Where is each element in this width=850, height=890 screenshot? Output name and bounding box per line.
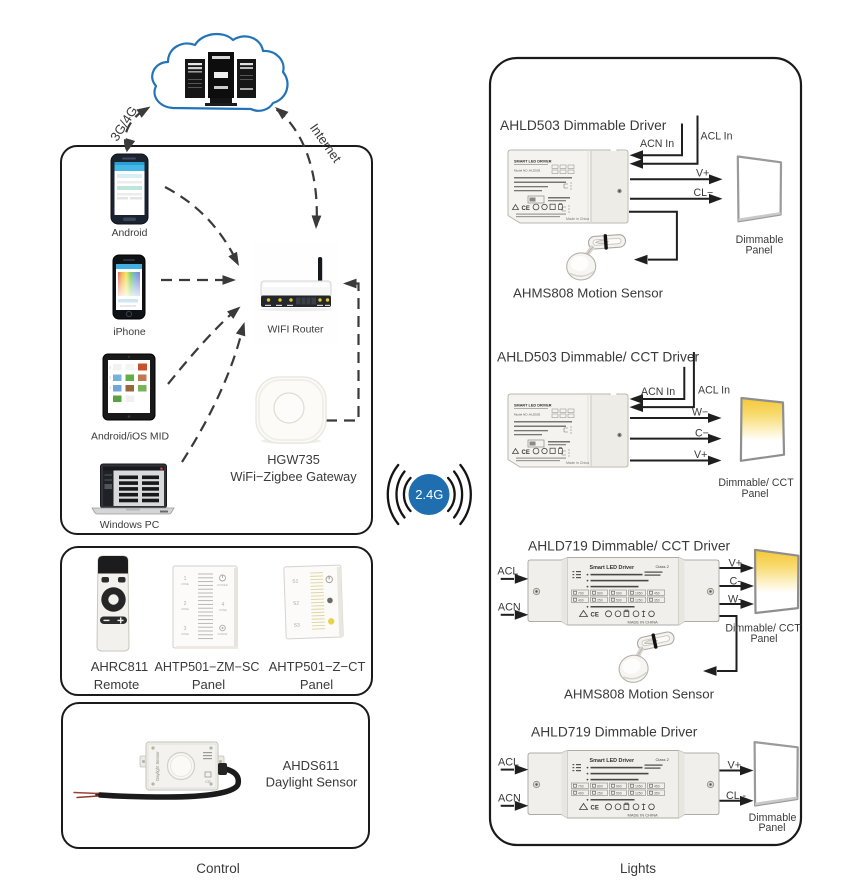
svg-text:W−: W− <box>692 407 708 419</box>
svg-text:V+: V+ <box>694 449 707 461</box>
svg-text:Panel: Panel <box>750 633 777 645</box>
svg-text:Dimmable: Dimmable <box>736 234 784 246</box>
svg-text:Panel: Panel <box>745 245 772 257</box>
svg-text:ACL: ACL <box>498 757 519 769</box>
svg-text:POWER: POWER <box>217 583 228 587</box>
svg-text:4: 4 <box>222 602 225 608</box>
svg-text:Internet: Internet <box>307 121 345 166</box>
svg-text:Panel: Panel <box>300 677 333 692</box>
svg-text:Daylight Sensor: Daylight Sensor <box>266 775 358 790</box>
svg-text:ACN: ACN <box>498 602 521 614</box>
svg-text:CL -: CL - <box>726 790 746 802</box>
svg-text:C-: C- <box>730 576 742 588</box>
svg-text:2.4G: 2.4G <box>415 487 443 502</box>
svg-text:ZONE: ZONE <box>219 608 227 612</box>
svg-text:Control: Control <box>196 861 240 876</box>
svg-text:Android/iOS MID: Android/iOS MID <box>91 432 169 443</box>
svg-text:WIFI Router: WIFI Router <box>267 325 324 336</box>
svg-text:Dimmable/ CCT: Dimmable/ CCT <box>725 623 801 635</box>
svg-text:Panel: Panel <box>758 822 785 834</box>
svg-text:ZONE: ZONE <box>181 607 189 611</box>
svg-text:V+: V+ <box>728 760 742 772</box>
svg-text:AHTP501−ZM−SC: AHTP501−ZM−SC <box>155 660 260 674</box>
svg-text:ACN In: ACN In <box>641 386 675 398</box>
svg-text:3G/4G: 3G/4G <box>107 103 140 143</box>
svg-text:ACN: ACN <box>498 793 521 805</box>
svg-text:Panel: Panel <box>192 677 225 692</box>
svg-text:Dimmable: Dimmable <box>749 812 797 824</box>
svg-text:ACL In: ACL In <box>701 131 733 143</box>
svg-text:AHTP501−Z−CT: AHTP501−Z−CT <box>269 659 366 674</box>
svg-text:AHLD503 Dimmable Driver: AHLD503 Dimmable Driver <box>500 118 667 133</box>
svg-text:AHLD503 Dimmable/ CCT Driver: AHLD503 Dimmable/ CCT Driver <box>497 350 700 365</box>
svg-text:3: 3 <box>184 626 187 632</box>
svg-text:HGW735: HGW735 <box>267 452 320 467</box>
svg-text:Android: Android <box>112 228 148 239</box>
svg-text:AHLD719 Dimmable/ CCT Driver: AHLD719 Dimmable/ CCT Driver <box>528 539 731 554</box>
svg-text:C−: C− <box>695 428 709 440</box>
svg-text:Daylight Sensor: Daylight Sensor <box>155 751 160 781</box>
svg-text:ACL: ACL <box>497 566 518 578</box>
svg-text:AHRC811: AHRC811 <box>91 659 149 674</box>
svg-text:SCENE: SCENE <box>218 632 228 636</box>
svg-text:S3: S3 <box>294 622 301 628</box>
svg-text:ACL In: ACL In <box>698 385 730 397</box>
svg-text:V+: V+ <box>729 558 743 570</box>
svg-text:Windows PC: Windows PC <box>100 520 160 531</box>
svg-text:CL−: CL− <box>694 187 714 199</box>
svg-text:AHLD719 Dimmable Driver: AHLD719 Dimmable Driver <box>531 725 698 740</box>
svg-text:CE: CE <box>205 779 211 784</box>
svg-text:WiFi−Zigbee Gateway: WiFi−Zigbee Gateway <box>230 469 357 484</box>
svg-text:1: 1 <box>184 576 187 582</box>
svg-text:ZONE: ZONE <box>181 632 189 636</box>
svg-text:ZONE: ZONE <box>181 582 189 586</box>
svg-text:V+: V+ <box>696 168 709 180</box>
svg-text:Panel: Panel <box>741 488 768 500</box>
svg-text:Remote: Remote <box>94 677 140 692</box>
svg-text:2: 2 <box>184 601 187 607</box>
svg-text:W-: W- <box>728 594 742 606</box>
svg-text:AHMS808 Motion Sensor: AHMS808 Motion Sensor <box>513 286 664 301</box>
svg-text:Dimmable/ CCT: Dimmable/ CCT <box>718 477 794 489</box>
svg-text:Lights: Lights <box>620 861 656 876</box>
svg-text:AHDS611: AHDS611 <box>283 758 340 773</box>
svg-text:S1: S1 <box>292 578 299 584</box>
svg-text:S2: S2 <box>293 600 300 606</box>
svg-text:ACN In: ACN In <box>640 138 674 150</box>
svg-text:iPhone: iPhone <box>113 327 146 338</box>
svg-text:AHMS808 Motion Sensor: AHMS808 Motion Sensor <box>564 687 715 702</box>
